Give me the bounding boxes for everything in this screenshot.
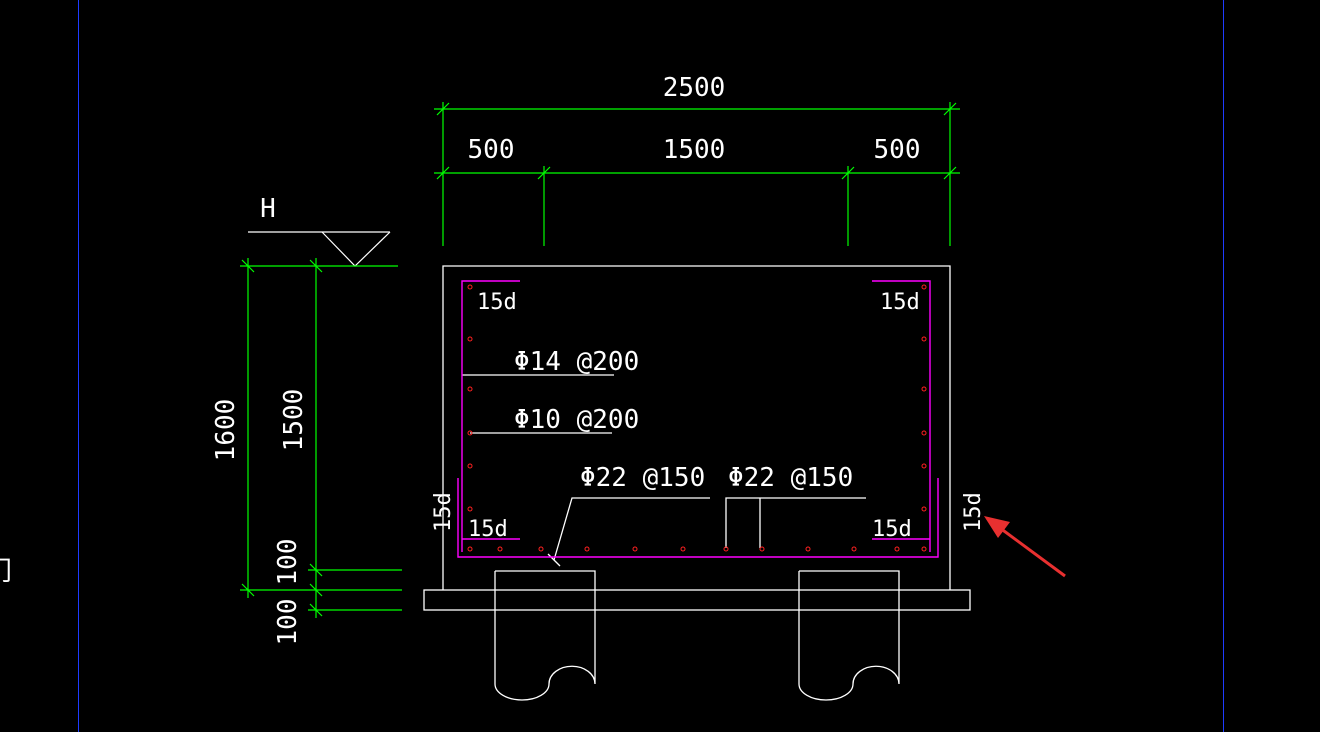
dim-side-upper: 1500 — [279, 389, 309, 452]
bottom-bar-left-label: Φ22 @150 — [580, 463, 705, 493]
level-mark — [248, 231, 391, 267]
rebar-dot — [921, 463, 927, 469]
tick — [841, 166, 855, 180]
rebar-dot — [759, 546, 765, 552]
rebar-bottom — [457, 478, 939, 558]
dim-top-left: 500 — [468, 135, 515, 165]
rebar-dot — [467, 386, 473, 392]
rebar-dot — [632, 546, 638, 552]
rebar-dot — [851, 546, 857, 552]
top-dimension-texts: 2500 500 1500 500 — [468, 73, 921, 165]
anchor-right-side: 15d — [961, 492, 986, 532]
anchor-bottom-left: 15d — [468, 517, 508, 542]
dim-side-lower-1: 100 — [273, 539, 303, 586]
rebar-dots — [467, 284, 927, 552]
tick — [241, 259, 255, 273]
tick — [943, 166, 957, 180]
bottom-bar-right-label: Φ22 @150 — [728, 463, 853, 493]
concrete-outline — [423, 265, 971, 701]
leader-bottom-left-tick — [547, 553, 561, 567]
tick — [309, 563, 323, 577]
rebar-dot — [723, 546, 729, 552]
rebar-dot — [467, 506, 473, 512]
pointer-arrow — [984, 516, 1066, 578]
rebar-dot — [921, 506, 927, 512]
rebar-dot — [467, 284, 473, 290]
rebar-right-side — [872, 280, 931, 552]
tick — [241, 583, 255, 597]
rebar-upper-label: Φ14 @200 — [514, 347, 639, 377]
tick — [309, 583, 323, 597]
rebar-dot — [538, 546, 544, 552]
rebar-dot — [680, 546, 686, 552]
dim-side-lower-2: 100 — [273, 599, 303, 646]
tick — [436, 102, 450, 116]
rebar-dot — [467, 463, 473, 469]
side-dimension-group — [240, 258, 402, 618]
cushion-slab — [423, 589, 971, 611]
dim-top-middle: 1500 — [663, 135, 726, 165]
rebar-dot — [467, 546, 473, 552]
dim-top-total: 2500 — [663, 73, 726, 103]
tick — [537, 166, 551, 180]
rebar-lower-label: Φ10 @200 — [514, 405, 639, 435]
side-dimension-texts: 1600 1500 100 100 — [211, 389, 309, 646]
rebar-dot — [805, 546, 811, 552]
anchor-bottom-right: 15d — [872, 517, 912, 542]
arrow-head-icon — [984, 516, 1010, 538]
annotation-texts: 15d 15d 15d 15d 15d 15d Φ14 @200 Φ10 @20… — [431, 290, 986, 542]
leader-bottom-right — [725, 497, 866, 548]
rebar-dot — [921, 336, 927, 342]
cap-outline — [442, 265, 951, 590]
level-triangle — [321, 231, 391, 267]
top-dimension-group — [434, 102, 960, 246]
tick — [309, 603, 323, 617]
rebar-dot — [921, 386, 927, 392]
rebar-dot — [921, 284, 927, 290]
viewport-borders — [78, 0, 1224, 732]
right-pile — [798, 570, 900, 701]
rebar-dot — [921, 430, 927, 436]
tick — [943, 102, 957, 116]
tick — [309, 259, 323, 273]
rebar-dot — [921, 546, 927, 552]
dim-top-right: 500 — [874, 135, 921, 165]
anchor-top-right: 15d — [880, 290, 920, 315]
arrow-shaft — [999, 526, 1066, 578]
rebar-dot — [894, 546, 900, 552]
leader-bottom-left — [553, 497, 710, 561]
rebar-group — [457, 280, 939, 558]
dim-side-total: 1600 — [211, 399, 241, 462]
level-label: H — [260, 194, 276, 224]
tick — [436, 166, 450, 180]
rebar-dot — [497, 546, 503, 552]
rebar-dot — [467, 430, 473, 436]
anchor-top-left: 15d — [477, 290, 517, 315]
rebar-left-side — [461, 280, 520, 552]
left-pile — [494, 570, 596, 701]
rebar-dot — [584, 546, 590, 552]
rebar-dot — [467, 336, 473, 342]
anchor-left-side: 15d — [431, 492, 456, 532]
edge-glyph: 门 — [0, 557, 12, 587]
